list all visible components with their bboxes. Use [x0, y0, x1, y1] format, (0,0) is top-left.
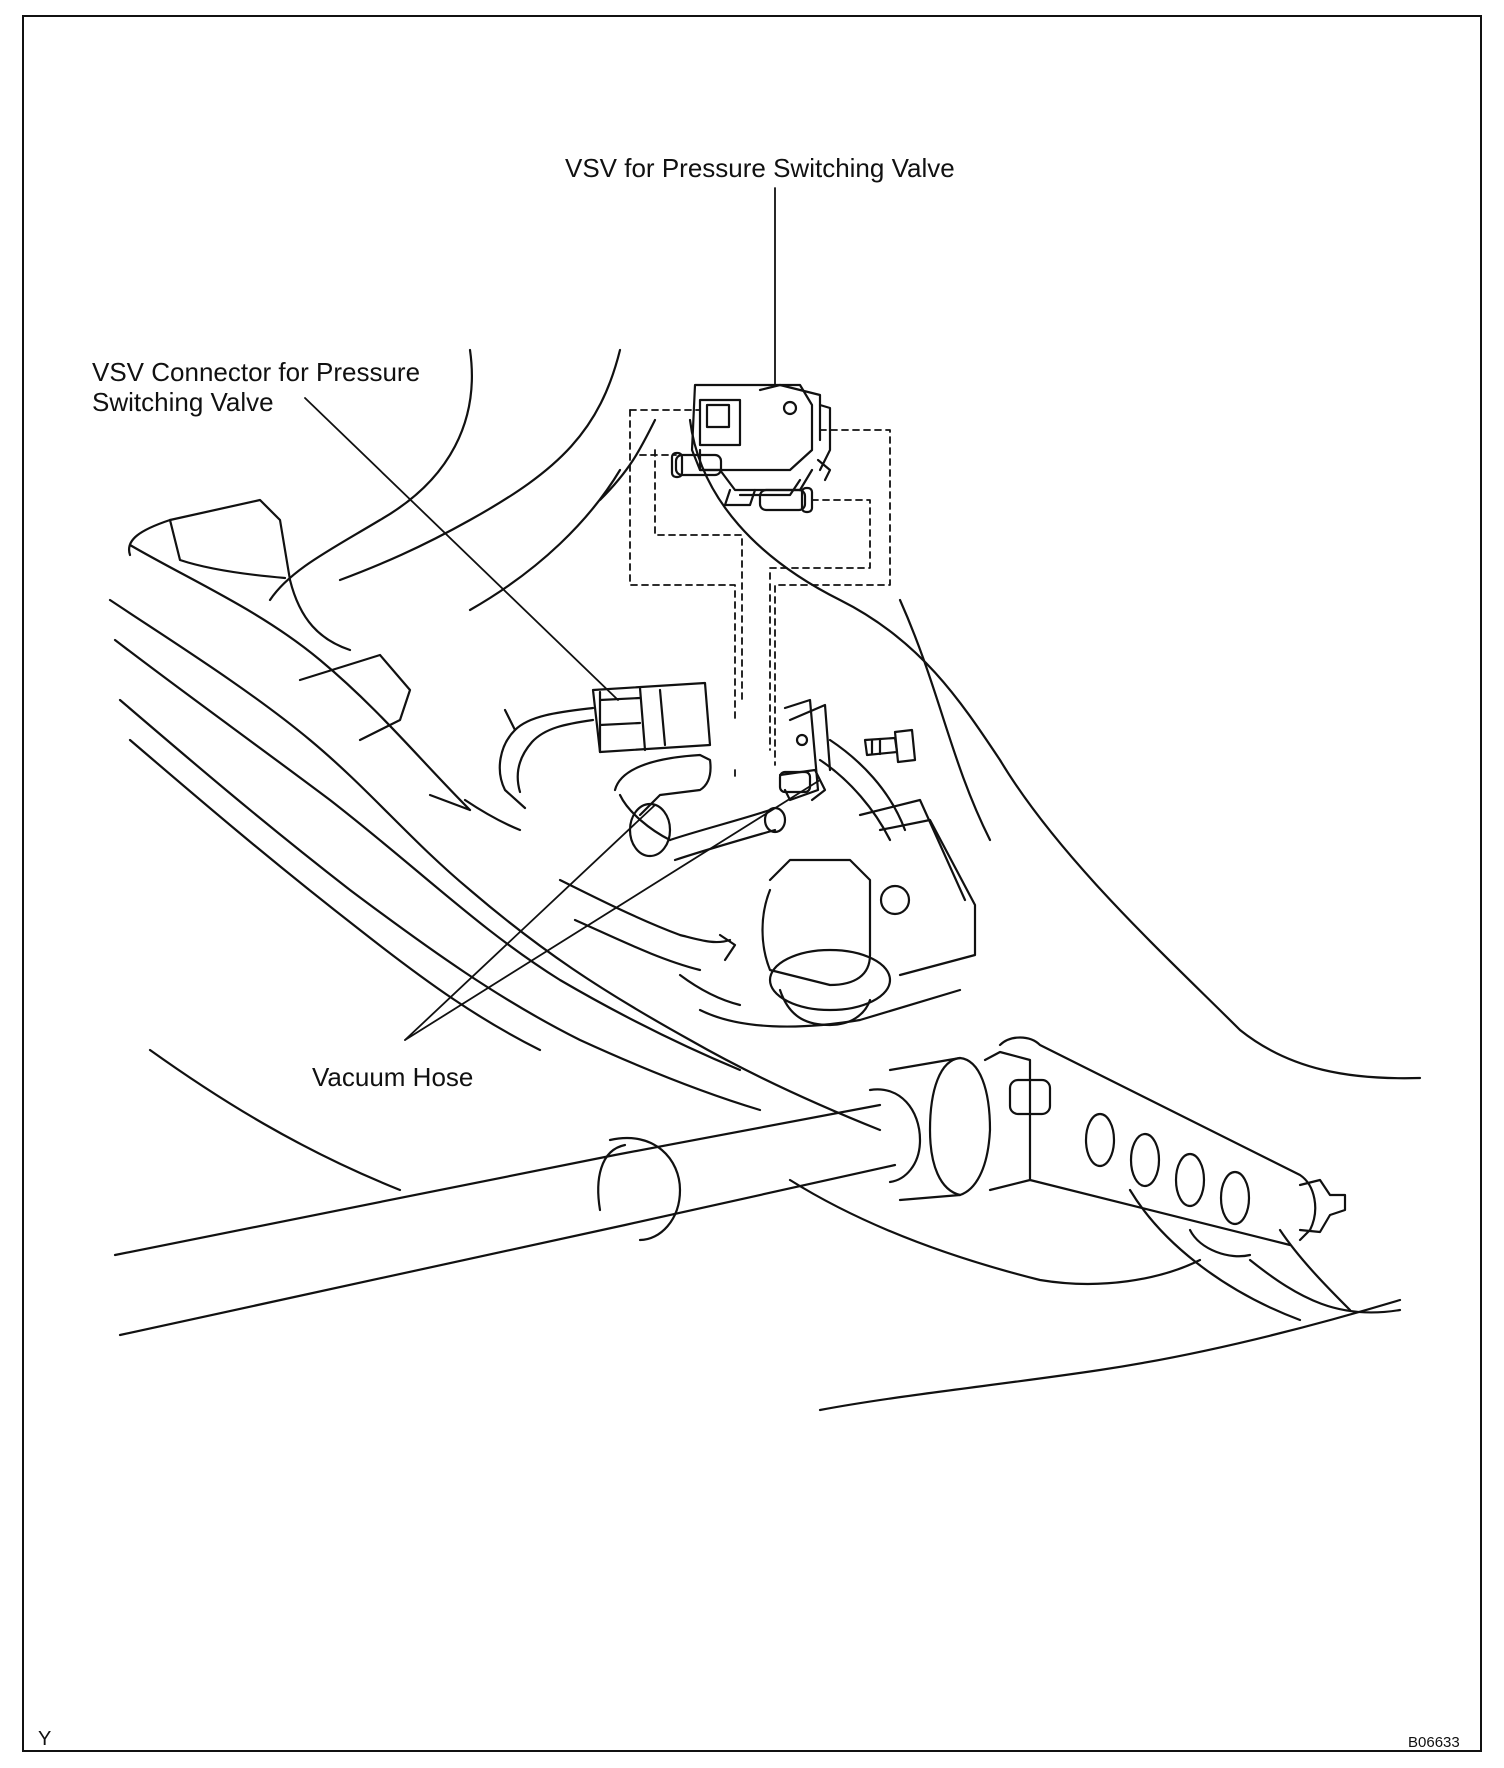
vsv-connector-label: VSV Connector for Pressure Switching Val…: [92, 357, 420, 417]
housing-outline: [127, 498, 412, 742]
vsv-connector-label-line2: Switching Valve: [92, 387, 274, 417]
footer-left-mark: Y: [38, 1728, 52, 1750]
vacuum-hose-label: Vacuum Hose: [312, 1062, 474, 1092]
vsv-valve-label: VSV for Pressure Switching Valve: [565, 153, 955, 183]
hose-and-actuator-drawing: [428, 703, 977, 1028]
dashed-routing: [629, 409, 891, 781]
figure-frame: [22, 15, 1482, 1752]
vsv-connector-drawing: [498, 681, 712, 810]
vsv-connector-label-line1: VSV Connector for Pressure: [92, 357, 421, 387]
leader-lines: [304, 187, 821, 1041]
body-panel-lines: [108, 348, 1422, 1412]
bracket-drawing: [778, 698, 820, 802]
vsv-valve-drawing: [670, 383, 832, 514]
bolt-drawing: [863, 728, 917, 764]
figure-code: B06633: [1408, 1734, 1460, 1751]
cross-pipe-drawing: [113, 1036, 1347, 1337]
